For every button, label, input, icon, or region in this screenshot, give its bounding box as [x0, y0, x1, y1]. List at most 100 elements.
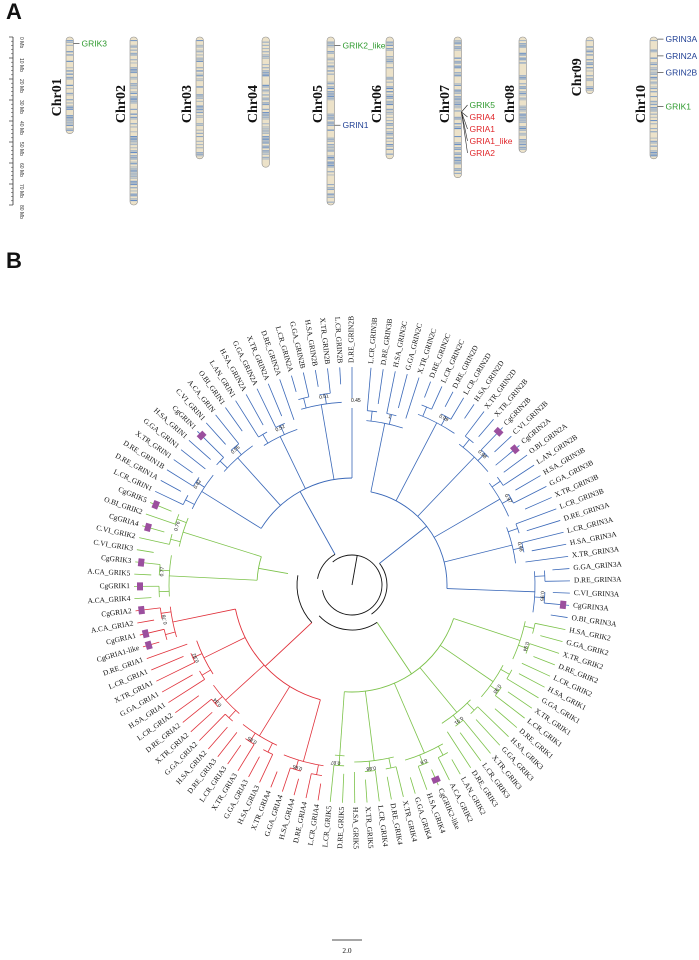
chromosome-band — [130, 78, 137, 80]
chromosome-band — [519, 132, 526, 134]
chromosome-band — [196, 155, 203, 157]
chromosome-band — [327, 164, 334, 166]
chromosome-band — [454, 49, 461, 51]
chromosome-band — [327, 193, 334, 195]
chromosome-band — [650, 100, 657, 102]
ruler-tick-label: 10 Mb — [18, 58, 24, 72]
chromosome-band — [386, 124, 393, 126]
support-value: 0.77 — [159, 566, 165, 576]
chromosome-band — [586, 70, 593, 72]
chromosome-band — [262, 145, 269, 147]
leaf-branch — [531, 543, 567, 552]
chromosome-band — [327, 201, 334, 203]
chromosome-band — [262, 102, 269, 104]
chromosome-band — [327, 57, 334, 59]
pair-stem — [500, 669, 510, 675]
chromosome-band — [262, 137, 269, 139]
pair-stem — [234, 446, 242, 455]
chromosome-band — [386, 148, 393, 150]
leaf-branch — [175, 695, 200, 714]
pair-stem — [159, 569, 170, 572]
leaf-branch — [386, 776, 392, 800]
support-value: 0.86 — [292, 763, 303, 771]
chromosome-band — [454, 67, 461, 69]
leaf-branch — [156, 661, 196, 682]
gene-marker — [141, 629, 150, 639]
chromosome-band — [454, 153, 461, 155]
pair-stem — [490, 685, 499, 692]
group-stem — [302, 699, 321, 762]
chromosome-band — [327, 124, 334, 126]
chromosome-band — [262, 41, 269, 43]
chromosome-band — [386, 153, 393, 155]
support-value: 0.51 — [319, 393, 330, 401]
pair-arc — [216, 457, 224, 466]
chromosome-band — [386, 94, 393, 96]
chromosome-band — [519, 105, 526, 107]
pair-arc — [364, 770, 376, 772]
leaf-label: C.VI_GRIK3 — [93, 537, 134, 552]
chromosome-band — [586, 49, 593, 51]
chromosome-band — [327, 70, 334, 72]
chromosome-band — [650, 113, 657, 115]
clade-stem — [299, 491, 336, 555]
chromosome-band — [196, 152, 203, 154]
chromosome-band — [262, 48, 269, 50]
chromosome-band — [130, 168, 137, 170]
chromosome-band — [196, 112, 203, 114]
group-arc — [458, 443, 489, 472]
chromosome-band — [130, 84, 137, 86]
pair-stem — [249, 732, 256, 742]
chromosome-band — [454, 91, 461, 93]
chromosome-band — [262, 91, 269, 93]
chromosome-band — [519, 148, 526, 150]
leaf-branch — [424, 381, 431, 398]
chromosome-band — [454, 156, 461, 158]
chromosome-band — [262, 136, 269, 138]
group-stem — [440, 645, 494, 682]
chromosome-band — [650, 64, 657, 66]
chromosome-band — [519, 43, 526, 45]
chromosome-band — [454, 48, 461, 50]
chromosome-band — [66, 88, 73, 90]
chromosome-band — [196, 78, 203, 80]
leaf-branch — [494, 435, 512, 453]
chromosome-band — [519, 88, 526, 90]
leaf-branch — [161, 674, 193, 693]
chromosome-band — [650, 137, 657, 139]
backbone-arc — [318, 615, 378, 631]
chromosome-band — [454, 136, 461, 138]
chromosome-band — [327, 116, 334, 118]
chromosome-band — [130, 137, 137, 139]
clade-stem — [379, 525, 427, 564]
chromosome-band — [519, 110, 526, 112]
chromosome-band — [386, 59, 393, 61]
chromosome-band — [519, 126, 526, 128]
chromosome-band — [519, 113, 526, 115]
leaf-branch — [342, 773, 345, 803]
gene-marker — [138, 605, 145, 615]
group-arc — [263, 428, 298, 446]
chromosome-band — [650, 78, 657, 80]
support-value: 0.82 — [191, 652, 201, 664]
chromosome-body — [585, 36, 594, 95]
support-value: 0.62 — [193, 479, 203, 491]
leaf-branch — [459, 732, 482, 762]
chromosome-band — [130, 92, 137, 94]
chromosome-band — [454, 92, 461, 94]
leaf-branch — [136, 549, 154, 553]
chromosome-band — [327, 88, 334, 90]
chromosome-band — [327, 196, 334, 198]
chromosome-band — [519, 107, 526, 109]
chromosome-band — [130, 166, 137, 168]
chromosome-band — [386, 62, 393, 64]
support-value: 0.98 — [476, 449, 487, 460]
leaf-label: L.CR_GRIA4 — [306, 803, 321, 846]
leaf-branch — [225, 407, 243, 432]
chromosome-band — [386, 131, 393, 133]
leaf-branch — [374, 770, 380, 802]
gene-label-gria1-like: GRIA1_like — [470, 136, 513, 146]
chromosome-band — [66, 60, 73, 62]
chromosome-band — [386, 44, 393, 46]
pair-stem — [192, 653, 203, 659]
